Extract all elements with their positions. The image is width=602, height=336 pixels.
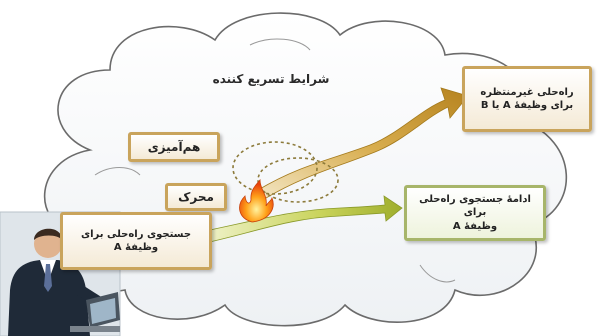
- start-search-box: جستجوی راه‌حلی برای وظیفهٔ A: [60, 212, 212, 270]
- blending-ellipse-right: [257, 157, 339, 203]
- continue-search-line2: وظیفهٔ A: [452, 220, 498, 232]
- unexpected-solution-line2: برای وظیفهٔ A یا B: [480, 100, 574, 111]
- label-trigger: محرک: [165, 183, 227, 211]
- unexpected-solution-line1: راه‌حلی غیرمنتظره: [480, 86, 574, 98]
- start-search-line1: جستجوی راه‌حلی برای: [80, 228, 192, 240]
- blending-ellipse-left: [232, 141, 318, 195]
- flame-icon: [239, 178, 274, 223]
- continue-search-line1: ادامهٔ جستجوی راه‌حلی برای: [419, 193, 531, 219]
- label-blending: هم‌آمیزی: [128, 132, 220, 162]
- cloud-title: شرایط تسریع کننده: [212, 72, 330, 86]
- start-search-line2: وظیفهٔ A: [113, 242, 159, 253]
- continue-search-box: ادامهٔ جستجوی راه‌حلی برای وظیفهٔ A: [404, 185, 546, 241]
- label-blending-text: هم‌آمیزی: [147, 139, 201, 154]
- continue-path-arrow: [199, 195, 403, 244]
- unexpected-solution-box: راه‌حلی غیرمنتظره برای وظیفهٔ A یا B: [462, 66, 592, 132]
- person-at-laptop-icon: [0, 211, 121, 336]
- label-trigger-text: محرک: [178, 189, 214, 204]
